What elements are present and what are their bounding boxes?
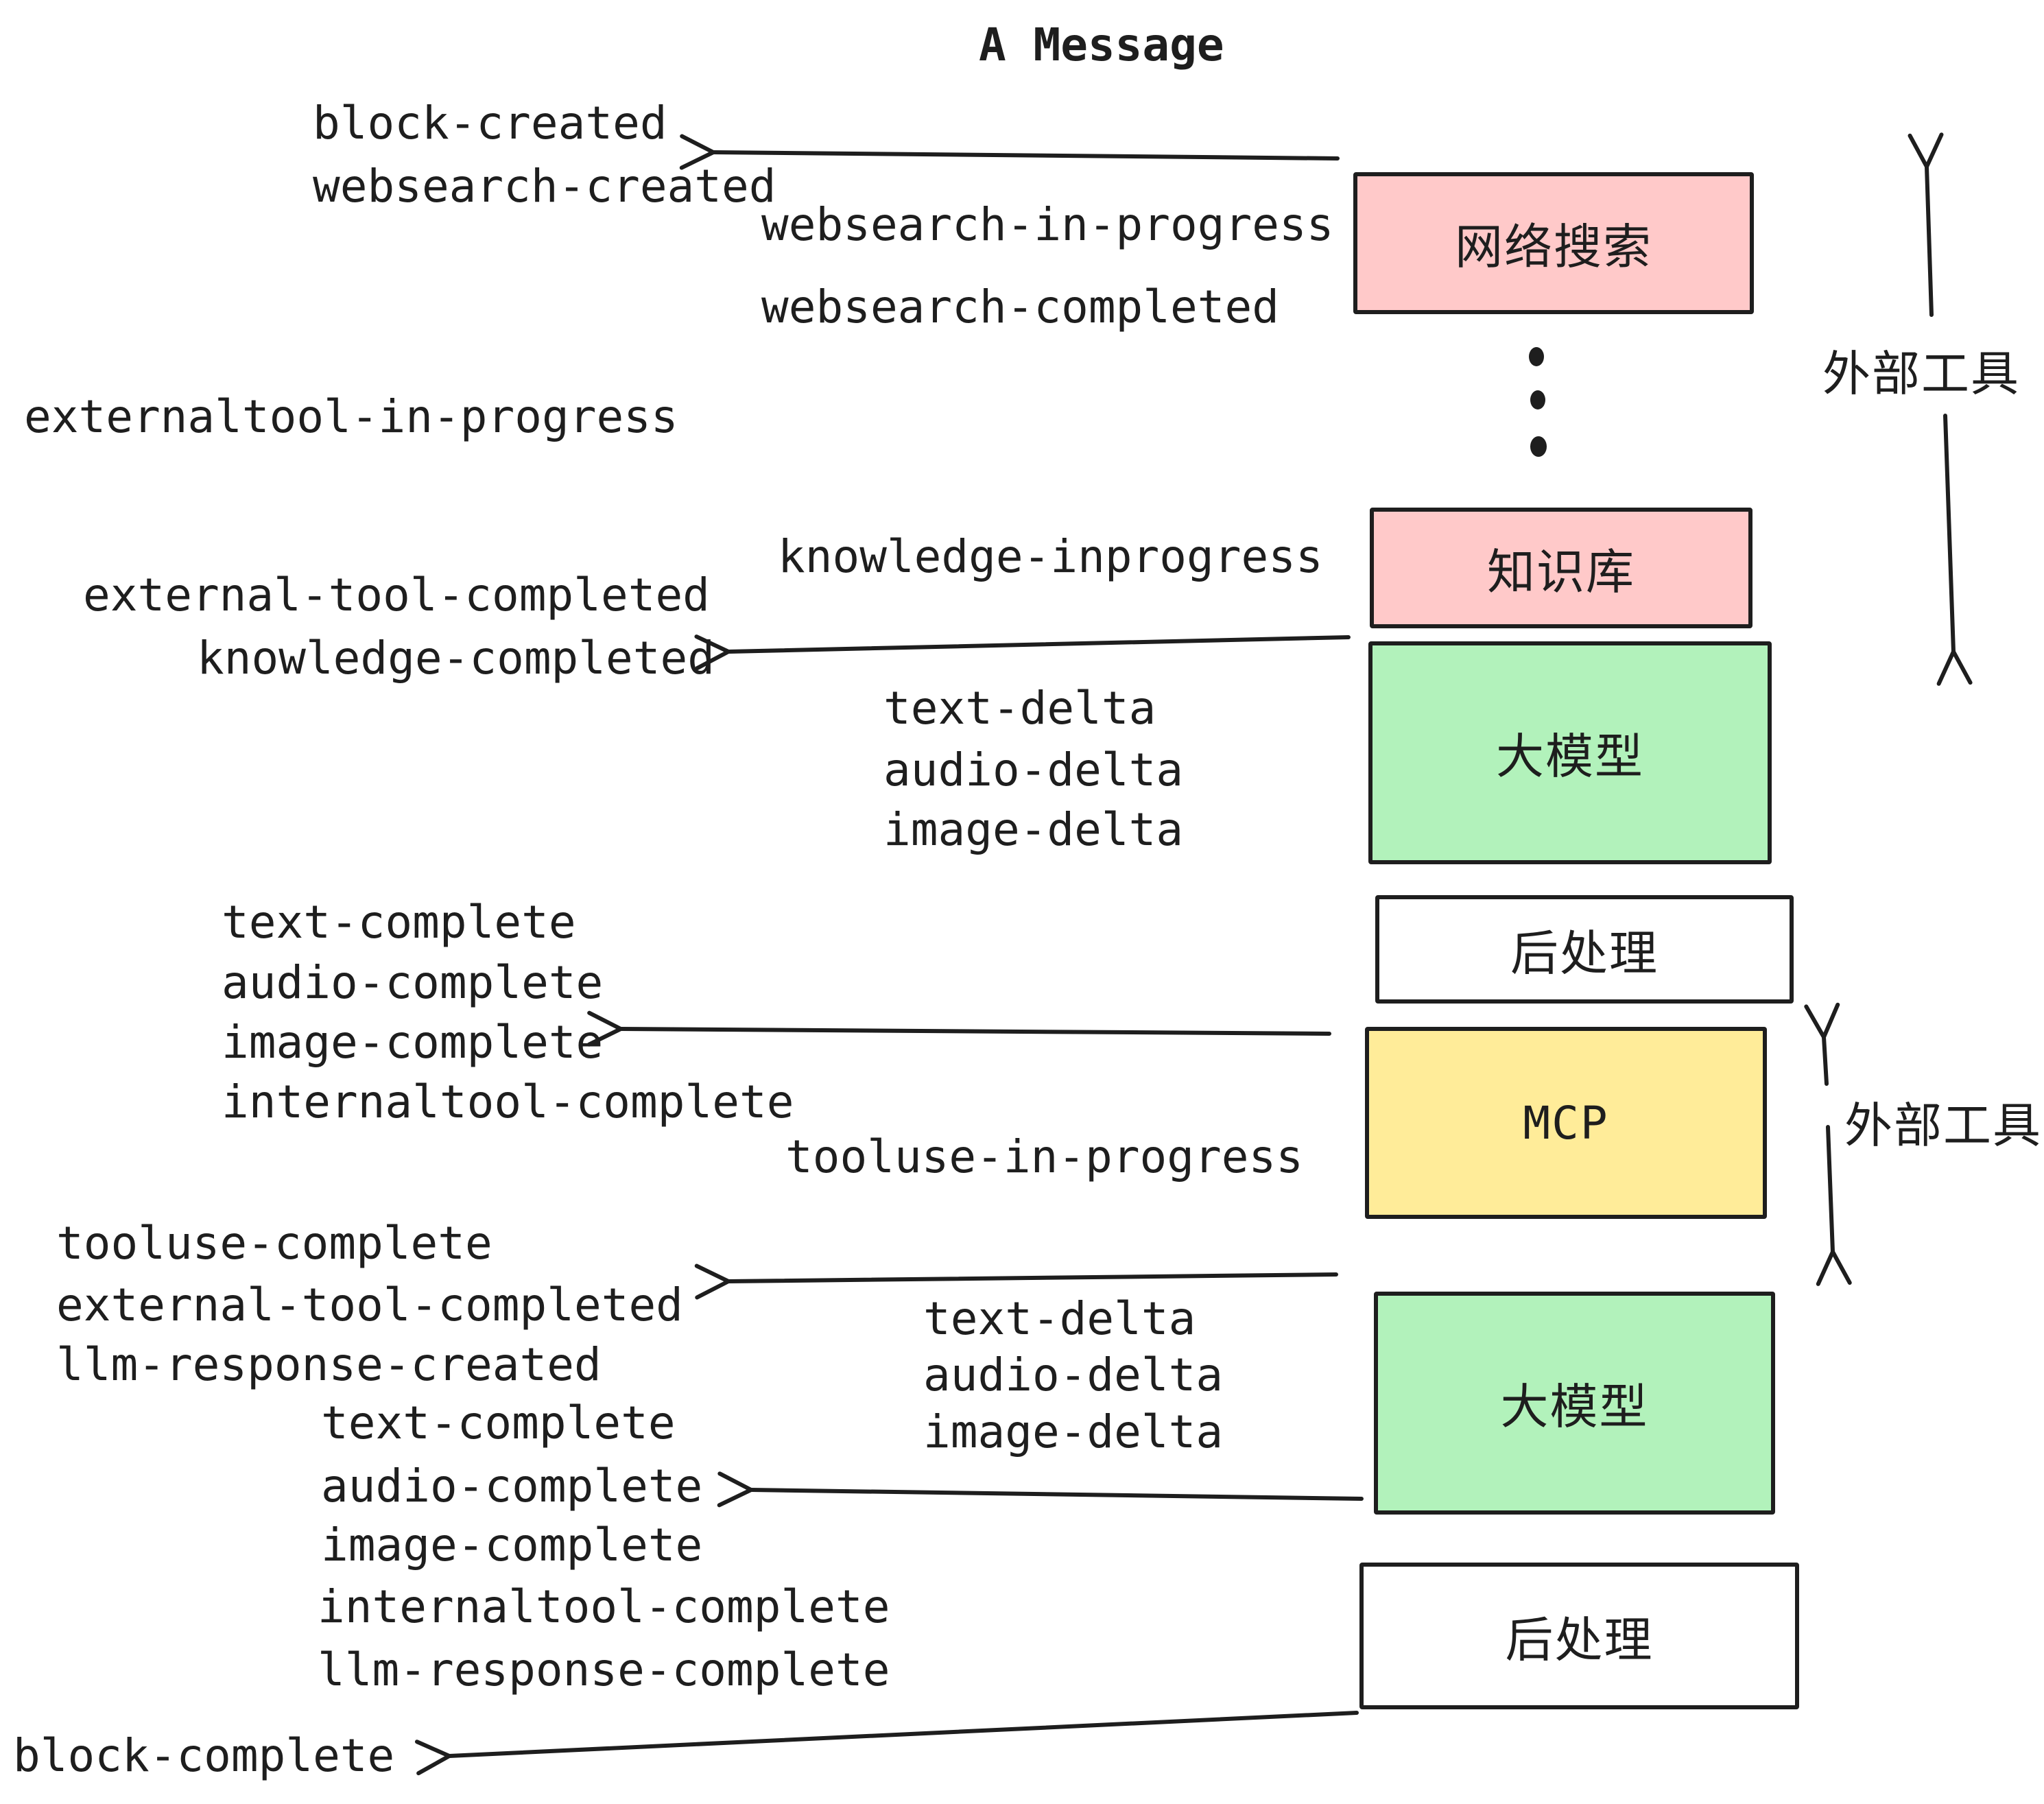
event-text-delta-2: text-delta (923, 1292, 1196, 1345)
box-mcp: MCP (1365, 1027, 1767, 1219)
box-llm-1-label: 大模型 (1496, 730, 1644, 783)
arrow-websearch-created (679, 134, 1340, 170)
event-llm-response-complete: llm-response-complete (318, 1643, 890, 1696)
event-websearch-in-progress: websearch-in-progress (761, 198, 1334, 251)
event-tooluse-in-progress: tooluse-in-progress (785, 1130, 1303, 1183)
arrow-knowledge-completed (694, 634, 1351, 671)
event-block-complete: block-complete (13, 1729, 395, 1782)
box-llm-1: 大模型 (1368, 641, 1772, 864)
arrow-audio-complete-2 (717, 1471, 1364, 1508)
external-tools-down-arrow-2 (1816, 1125, 1852, 1286)
arrow-tooluse-complete (694, 1263, 1338, 1300)
event-internaltool-complete-2: internaltool-complete (318, 1580, 890, 1633)
arrow-internal-complete-1 (586, 1010, 1331, 1047)
box-postprocess-1: 后处理 (1375, 895, 1794, 1004)
event-text-complete-2: text-complete (321, 1397, 676, 1449)
box-knowledge: 知识库 (1370, 508, 1752, 628)
box-knowledge-label: 知识库 (1487, 545, 1635, 599)
box-llm-2: 大模型 (1374, 1292, 1775, 1515)
event-externaltool-in-progress: externaltool-in-progress (24, 390, 678, 443)
external-tools-up-arrow-2 (1804, 1002, 1840, 1086)
event-internaltool-complete-1: internaltool-complete (222, 1076, 794, 1128)
event-external-tool-completed-2: external-tool-completed (56, 1279, 683, 1331)
event-websearch-completed: websearch-completed (761, 281, 1279, 333)
event-audio-delta-1: audio-delta (883, 744, 1184, 796)
event-text-delta-1: text-delta (883, 682, 1156, 735)
arrow-block-complete (414, 1711, 1359, 1776)
external-tools-label-1: 外部工具 (1822, 347, 2020, 401)
event-text-complete-1: text-complete (222, 896, 576, 949)
event-external-tool-completed-1: external-tool-completed (83, 569, 710, 621)
event-websearch-created: websearch-created (313, 160, 776, 213)
event-image-delta-2: image-delta (923, 1405, 1224, 1458)
event-image-complete-2: image-complete (321, 1519, 703, 1571)
box-websearch: 网络搜索 (1353, 172, 1754, 314)
event-image-delta-1: image-delta (883, 803, 1184, 856)
box-postprocess-2-label: 后处理 (1505, 1613, 1654, 1667)
box-mcp-label: MCP (1523, 1096, 1609, 1150)
box-websearch-label: 网络搜索 (1455, 220, 1652, 274)
vertical-ellipsis-icon (1529, 347, 1547, 457)
event-block-created: block-created (313, 97, 667, 150)
event-image-complete-1: image-complete (222, 1016, 604, 1069)
external-tools-up-arrow-1 (1908, 132, 1944, 317)
box-llm-2-label: 大模型 (1500, 1380, 1649, 1434)
diagram-title: A Message (979, 19, 1224, 71)
event-knowledge-inprogress: knowledge-inprogress (778, 530, 1323, 583)
event-audio-delta-2: audio-delta (923, 1349, 1224, 1401)
box-postprocess-1-label: 后处理 (1510, 926, 1659, 980)
event-tooluse-complete: tooluse-complete (56, 1217, 492, 1270)
event-knowledge-completed: knowledge-completed (197, 632, 715, 685)
external-tools-label-2: 外部工具 (1844, 1099, 2042, 1152)
external-tools-down-arrow-1 (1936, 414, 1973, 686)
event-audio-complete-1: audio-complete (222, 956, 604, 1009)
event-llm-response-created: llm-response-created (56, 1338, 602, 1391)
box-postprocess-2: 后处理 (1359, 1563, 1799, 1709)
event-audio-complete-2: audio-complete (321, 1460, 703, 1512)
